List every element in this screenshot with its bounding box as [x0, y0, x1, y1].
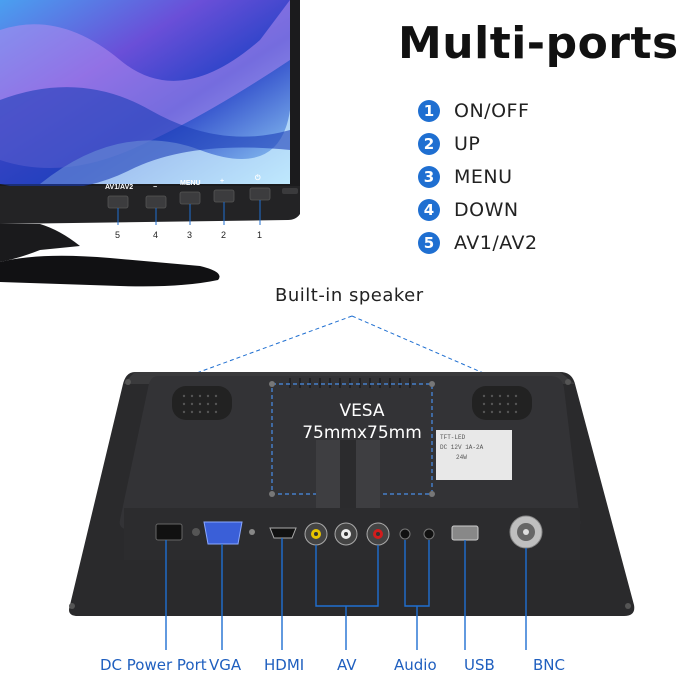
speaker-right — [472, 386, 532, 420]
legend-label: DOWN — [454, 198, 519, 221]
sticker-line-2: DC 12V 1A-2A — [440, 444, 484, 451]
vesa-label: VESA 75mmx75mm — [292, 400, 432, 444]
number-badge: 2 — [418, 132, 440, 155]
vga-port — [203, 521, 243, 545]
button-label-menu: MENU — [180, 180, 201, 187]
button-legend: 1 ON/OFF 2 UP 3 MENU 4 DOWN 5 AV1/AV2 — [418, 94, 538, 259]
dc-port — [155, 523, 183, 541]
bnc-port — [509, 515, 543, 549]
port-label-bnc: BNC — [533, 656, 565, 674]
speaker-left — [172, 386, 232, 420]
legend-item: 2 UP — [418, 127, 538, 160]
legend-item: 5 AV1/AV2 — [418, 226, 538, 259]
sticker-line-1: TFT-LED — [440, 434, 466, 441]
port-label-av: AV — [337, 656, 357, 674]
button-number-2: 2 — [221, 230, 227, 240]
number-badge: 5 — [418, 231, 440, 254]
legend-label: AV1/AV2 — [454, 231, 538, 254]
legend-label: UP — [454, 132, 481, 155]
headline: Multi-ports — [398, 18, 679, 69]
vesa-size: 75mmx75mm — [302, 423, 422, 443]
legend-item: 3 MENU — [418, 160, 538, 193]
usb-port — [451, 525, 479, 541]
legend-item: 4 DOWN — [418, 193, 538, 226]
button-number-1: 1 — [257, 230, 263, 240]
button-number-3: 3 — [187, 230, 193, 240]
number-badge: 4 — [418, 198, 440, 221]
button-menu — [179, 191, 201, 205]
av-ports — [304, 522, 390, 546]
audio-jack-1 — [399, 528, 411, 540]
button-label-down: − — [153, 184, 158, 191]
monitor-rear-illustration — [69, 315, 635, 650]
number-badge: 3 — [418, 165, 440, 188]
port-label-audio: Audio — [394, 656, 437, 674]
audio-jack-2 — [423, 528, 435, 540]
number-badge: 1 — [418, 99, 440, 122]
button-power — [249, 187, 271, 201]
legend-label: ON/OFF — [454, 99, 530, 122]
button-number-4: 4 — [153, 230, 159, 240]
power-icon: ⏻ — [255, 175, 261, 182]
button-label-up: + — [220, 178, 225, 185]
button-label-av: AV1/AV2 — [105, 184, 134, 191]
button-up — [213, 189, 235, 203]
speaker-label: Built-in speaker — [275, 285, 424, 306]
button-down — [145, 195, 167, 209]
port-label-vga: VGA — [209, 656, 242, 674]
legend-item: 1 ON/OFF — [418, 94, 538, 127]
hdmi-port — [269, 527, 297, 539]
vesa-title: VESA — [339, 401, 385, 421]
monitor-front-illustration — [0, 0, 300, 287]
sticker-line-3: 24W — [456, 454, 467, 461]
legend-label: MENU — [454, 165, 513, 188]
port-label-dc-power: DC Power Port — [100, 656, 207, 674]
spec-sticker — [436, 430, 512, 480]
port-label-hdmi: HDMI — [264, 656, 305, 674]
port-label-usb: USB — [464, 656, 495, 674]
button-number-5: 5 — [115, 230, 121, 240]
button-av — [107, 195, 129, 209]
